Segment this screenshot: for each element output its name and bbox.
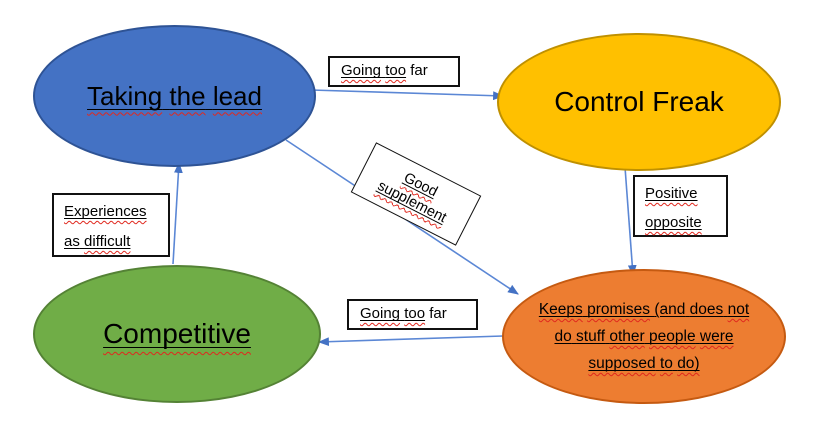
arrow-keeps-promises-to-competitive[interactable] xyxy=(317,335,504,347)
node-competitive-label: Competitive xyxy=(103,318,251,349)
arrow-competitive-to-taking-lead[interactable] xyxy=(172,161,183,265)
node-control-freak[interactable]: Control Freak xyxy=(497,33,781,171)
arrow-taking-lead-to-control-freak[interactable] xyxy=(310,89,505,101)
edge-label-going-too-far-top[interactable]: Going too far xyxy=(328,56,460,87)
node-competitive[interactable]: Competitive xyxy=(33,265,321,403)
edge-label-going-too-far-top-text: Going too far xyxy=(341,62,428,79)
arrow-control-freak-to-keeps-promises[interactable] xyxy=(624,166,637,277)
node-control-freak-label: Control Freak xyxy=(554,86,724,117)
node-taking-the-lead-label: Taking the lead xyxy=(87,80,262,111)
edge-label-going-too-far-bottom-text: Going too far xyxy=(360,305,447,322)
node-taking-the-lead[interactable]: Taking the lead xyxy=(33,25,316,167)
edge-label-going-too-far-bottom[interactable]: Going too far xyxy=(347,299,478,330)
